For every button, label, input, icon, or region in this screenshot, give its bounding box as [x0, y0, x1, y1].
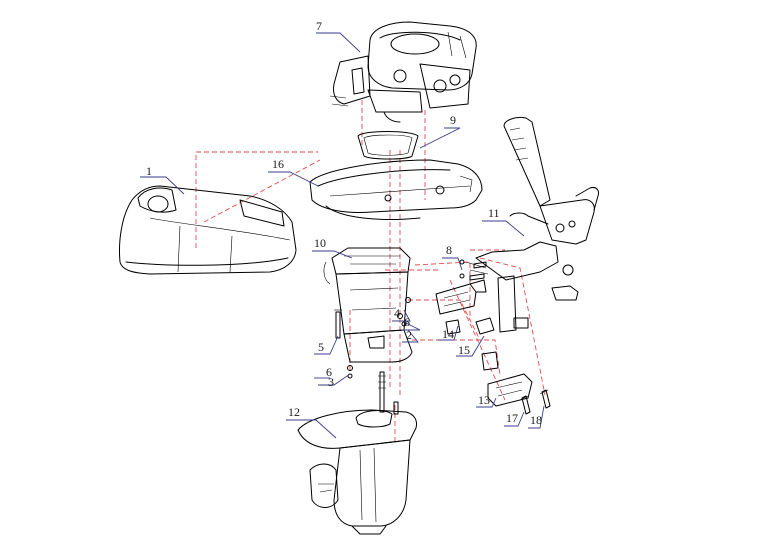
callout-labels: 1 7 9 16 10 11 8 4 6 2 5 6 3 14 15 12 13… — [146, 19, 542, 427]
tiller-handle-part — [465, 117, 599, 333]
callout-3: 3 — [328, 375, 334, 389]
callout-13: 13 — [478, 393, 490, 407]
callout-2: 2 — [406, 328, 412, 342]
callout-12: 12 — [288, 405, 300, 419]
callout-17: 17 — [506, 411, 518, 425]
bushing-part — [475, 317, 499, 371]
gasket-part — [357, 131, 419, 160]
lower-unit-part — [297, 409, 417, 535]
midsection-housing-part — [323, 247, 413, 363]
callout-18: 18 — [530, 413, 542, 427]
transom-plate-part — [487, 373, 533, 407]
callout-9: 9 — [450, 113, 456, 127]
callout-11: 11 — [488, 206, 500, 220]
top-cowl-part — [119, 185, 297, 275]
bottom-cowl-part — [309, 159, 483, 220]
screws-part — [459, 259, 487, 281]
power-head-part — [329, 21, 477, 123]
callout-6a: 6 — [404, 315, 410, 329]
callout-4: 4 — [394, 306, 400, 320]
callout-16: 16 — [272, 157, 284, 171]
callout-15: 15 — [458, 343, 470, 357]
bolts-part — [519, 389, 551, 415]
callout-14: 14 — [442, 327, 454, 341]
fasteners-group — [334, 297, 411, 379]
callout-5: 5 — [318, 340, 324, 354]
callout-10: 10 — [314, 236, 326, 250]
callout-8: 8 — [446, 243, 452, 257]
clamp-bracket-part — [435, 279, 487, 335]
leader-lines — [140, 32, 545, 439]
drive-shaft-part — [378, 371, 399, 415]
callout-6b: 6 — [326, 365, 332, 379]
callout-1: 1 — [146, 164, 152, 178]
callout-7: 7 — [316, 19, 322, 33]
